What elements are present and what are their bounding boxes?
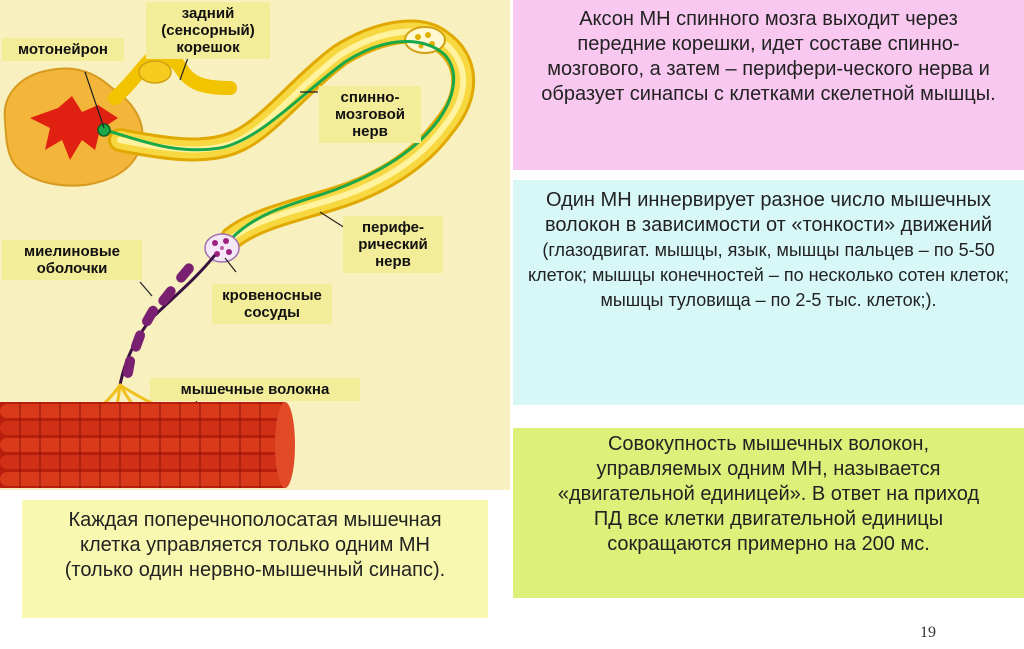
dorsal-root <box>108 49 237 105</box>
label-myelin-sheaths: миелиновые оболочки <box>2 240 142 280</box>
motor-neuron-diagram <box>0 19 476 488</box>
single-synapse-text: Каждая поперечнополосатая мышечная клетк… <box>64 509 446 581</box>
label-peripheral-nerve: перифе- рический нерв <box>343 216 443 273</box>
blood-vessel-section <box>204 233 240 263</box>
motor-axon <box>104 40 456 240</box>
innervation-detail-text: (глазодвигат. мышцы, язык, мышцы пальцев… <box>528 240 1009 310</box>
motor-unit-text: Совокупность мышечных волокон, управляем… <box>557 433 980 555</box>
innervation-text: Один МН иннервирует разное число мышечны… <box>527 188 1010 313</box>
axon-pathway-text: Аксон МН спинного мозга выходит через пе… <box>541 8 996 105</box>
label-muscle-fibers: мышечные волокна <box>150 378 360 401</box>
muscle-fibers-graphic <box>0 402 295 488</box>
innervation-box: Один МН иннервирует разное число мышечны… <box>513 180 1024 405</box>
axon-pathway-box: Аксон МН спинного мозга выходит через пе… <box>513 0 1024 170</box>
myelinated-axon <box>118 254 217 386</box>
single-synapse-box: Каждая поперечнополосатая мышечная клетк… <box>22 500 488 618</box>
motor-unit-box: Совокупность мышечных волокон, управляем… <box>513 428 1024 598</box>
page-number: 19 <box>920 624 936 641</box>
label-blood-vessels: кровеносные сосуды <box>212 284 332 324</box>
label-dorsal-root: задний (сенсорный) корешок <box>146 2 270 59</box>
label-motoneuron: мотонейрон <box>2 38 124 61</box>
label-spinal-nerve: спинно- мозговой нерв <box>319 86 421 143</box>
motoneuron-soma <box>97 123 111 137</box>
innervation-main-text: Один МН иннервирует разное число мышечны… <box>544 189 993 236</box>
